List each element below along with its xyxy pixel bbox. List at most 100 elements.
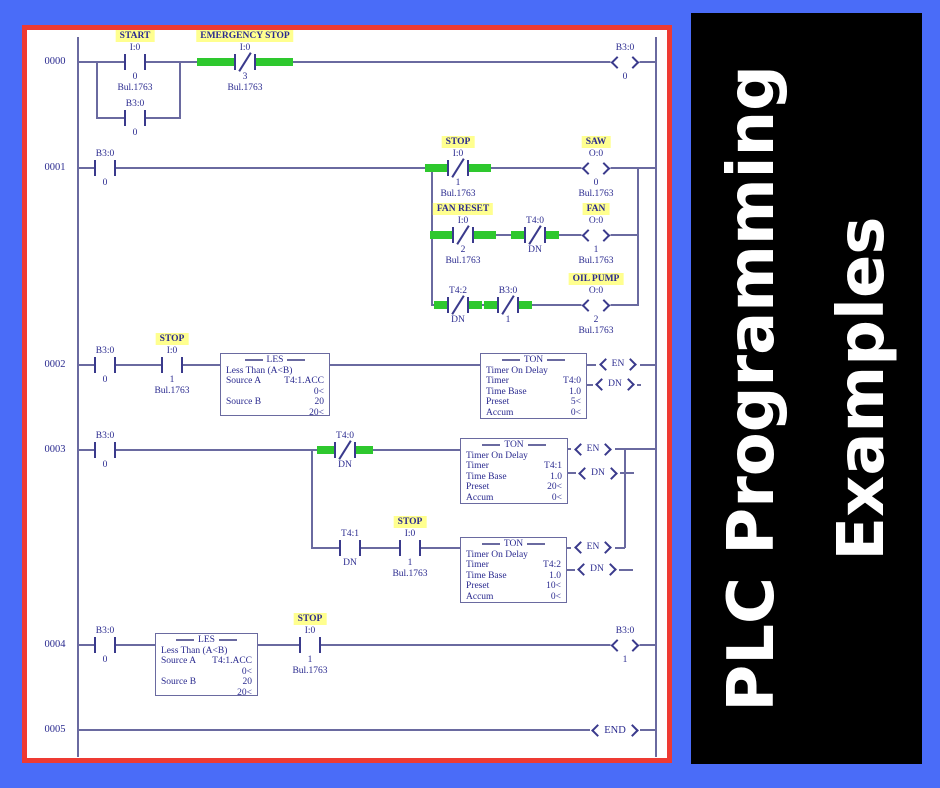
rung-number-0000[interactable]: 0000: [44, 56, 66, 67]
field-label: Preset: [466, 581, 490, 592]
contact-bit: 3: [242, 72, 248, 82]
field-label: Source A: [226, 376, 262, 387]
field-label: Source B: [161, 677, 197, 688]
en-label: EN: [586, 444, 600, 454]
contact-module: Bul.1763: [227, 83, 263, 93]
coil-address: B3:0: [615, 43, 635, 53]
tag-stop: STOP: [441, 136, 475, 148]
nc-slash: [456, 225, 470, 245]
contact-b3[interactable]: B3:0 0: [60, 136, 150, 202]
contact-t4-2-dn[interactable]: T4:2 DN: [413, 273, 503, 339]
ladder-panel: 0000 START I:0 0 Bul.1763 B3:0 0 EMERGEN…: [22, 25, 672, 763]
wire: [77, 61, 655, 63]
rung-number-0004[interactable]: 0004: [44, 639, 66, 650]
wire: [77, 644, 155, 646]
rung-number-0003[interactable]: 0003: [44, 444, 66, 455]
field-label: Timer: [466, 461, 489, 472]
rung-number-0001[interactable]: 0001: [44, 162, 66, 173]
contact-seal-b3[interactable]: B3:0 0: [90, 86, 180, 152]
contact-address: T4:0: [526, 216, 544, 226]
contact-address: B3:0: [498, 286, 518, 296]
contact-t4-0-dn[interactable]: T4:0 DN: [490, 203, 580, 269]
rung-number-0002[interactable]: 0002: [44, 359, 66, 370]
right-power-rail: [655, 37, 657, 757]
contact-address: I:0: [457, 216, 469, 226]
block-title: TON: [461, 538, 566, 550]
contact-address: I:0: [452, 149, 464, 159]
contact-t4-1-dn[interactable]: T4:1 DN: [305, 516, 395, 582]
contact-b3-1[interactable]: B3:0 1: [463, 273, 553, 339]
field-label: Timer On Delay: [486, 366, 548, 376]
contact-stop[interactable]: STOP I:0 1 Bul.1763: [413, 136, 503, 202]
field-label: Time Base: [486, 386, 527, 397]
wire: [311, 449, 313, 548]
tag-fan-reset: FAN RESET: [432, 203, 494, 215]
contact-bit: 0: [102, 375, 108, 385]
contact-emergency-stop[interactable]: EMERGENCY STOP I:0 3 Bul.1763: [196, 30, 294, 96]
contact-address: T4:2: [449, 286, 467, 296]
contact-b3[interactable]: B3:0 0: [60, 333, 150, 399]
coil-oil-pump[interactable]: OIL PUMP O:0 2 Bul.1763: [551, 273, 641, 339]
coil-b3-1[interactable]: B3:0 1: [580, 613, 670, 679]
field-label: Accum: [486, 407, 514, 418]
field-label: Accum: [466, 591, 494, 602]
field-value: 20<: [547, 482, 562, 493]
nc-slash: [528, 225, 542, 245]
end-coil: END: [590, 721, 640, 739]
coil-fan[interactable]: FAN O:0 1 Bul.1763: [551, 203, 641, 269]
tag-fan: FAN: [582, 203, 610, 215]
wire: [330, 364, 480, 366]
nc-contact-icon: [447, 295, 469, 315]
banner-line-1: PLC Programming: [714, 65, 789, 712]
contact-bit: DN: [343, 558, 357, 568]
contact-fan-reset[interactable]: FAN RESET I:0 2 Bul.1763: [418, 203, 508, 269]
contact-start[interactable]: START I:0 0 Bul.1763: [90, 30, 180, 96]
coil-address: O:0: [588, 286, 604, 296]
contact-b3[interactable]: B3:0 0: [60, 418, 150, 484]
contact-stop[interactable]: STOP I:0 1 Bul.1763: [365, 516, 455, 582]
contact-t4-0-dn[interactable]: T4:0 DN: [300, 418, 390, 484]
field-value: 20<: [309, 407, 324, 416]
dn-label: DN: [591, 468, 605, 478]
contact-module: Bul.1763: [292, 666, 328, 676]
contact-address: T4:0: [336, 431, 354, 441]
nc-contact-icon: [447, 158, 469, 178]
field-value: T4:2: [543, 560, 561, 571]
tag-start: START: [115, 30, 155, 42]
no-contact-icon: [399, 540, 421, 556]
field-label: Less Than (A<B): [226, 366, 293, 376]
wire: [77, 449, 460, 451]
tag-oil-pump: OIL PUMP: [568, 273, 624, 285]
nc-contact-icon: [497, 295, 519, 315]
field-label: Preset: [466, 482, 490, 493]
contact-module: Bul.1763: [117, 83, 153, 93]
contact-b3[interactable]: B3:0 0: [60, 613, 150, 679]
contact-address: B3:0: [95, 149, 115, 159]
rung-number-0005[interactable]: 0005: [44, 724, 66, 735]
contact-stop[interactable]: STOP I:0 1 Bul.1763: [265, 613, 355, 679]
contact-bit: 1: [407, 558, 413, 568]
wire: [637, 167, 639, 306]
contact-address: I:0: [129, 43, 141, 53]
dn-coil: DN: [575, 560, 619, 578]
field-value: 1.0: [549, 570, 561, 581]
tag-stop: STOP: [155, 333, 189, 345]
en-coil: EN: [571, 440, 615, 458]
wire: [77, 729, 655, 731]
coil-b3-0[interactable]: B3:0 0: [580, 30, 670, 96]
contact-bit: 0: [102, 655, 108, 665]
end-label: END: [604, 724, 626, 736]
field-value: 0<: [313, 386, 324, 397]
contact-stop[interactable]: STOP I:0 1 Bul.1763: [127, 333, 217, 399]
contact-address: B3:0: [95, 431, 115, 441]
field-label: Timer On Delay: [466, 550, 528, 560]
coil-module: Bul.1763: [578, 189, 614, 199]
coil-saw[interactable]: SAW O:0 0 Bul.1763: [551, 136, 641, 202]
field-value: 0<: [550, 591, 561, 602]
field-value: 1.0: [550, 471, 562, 482]
